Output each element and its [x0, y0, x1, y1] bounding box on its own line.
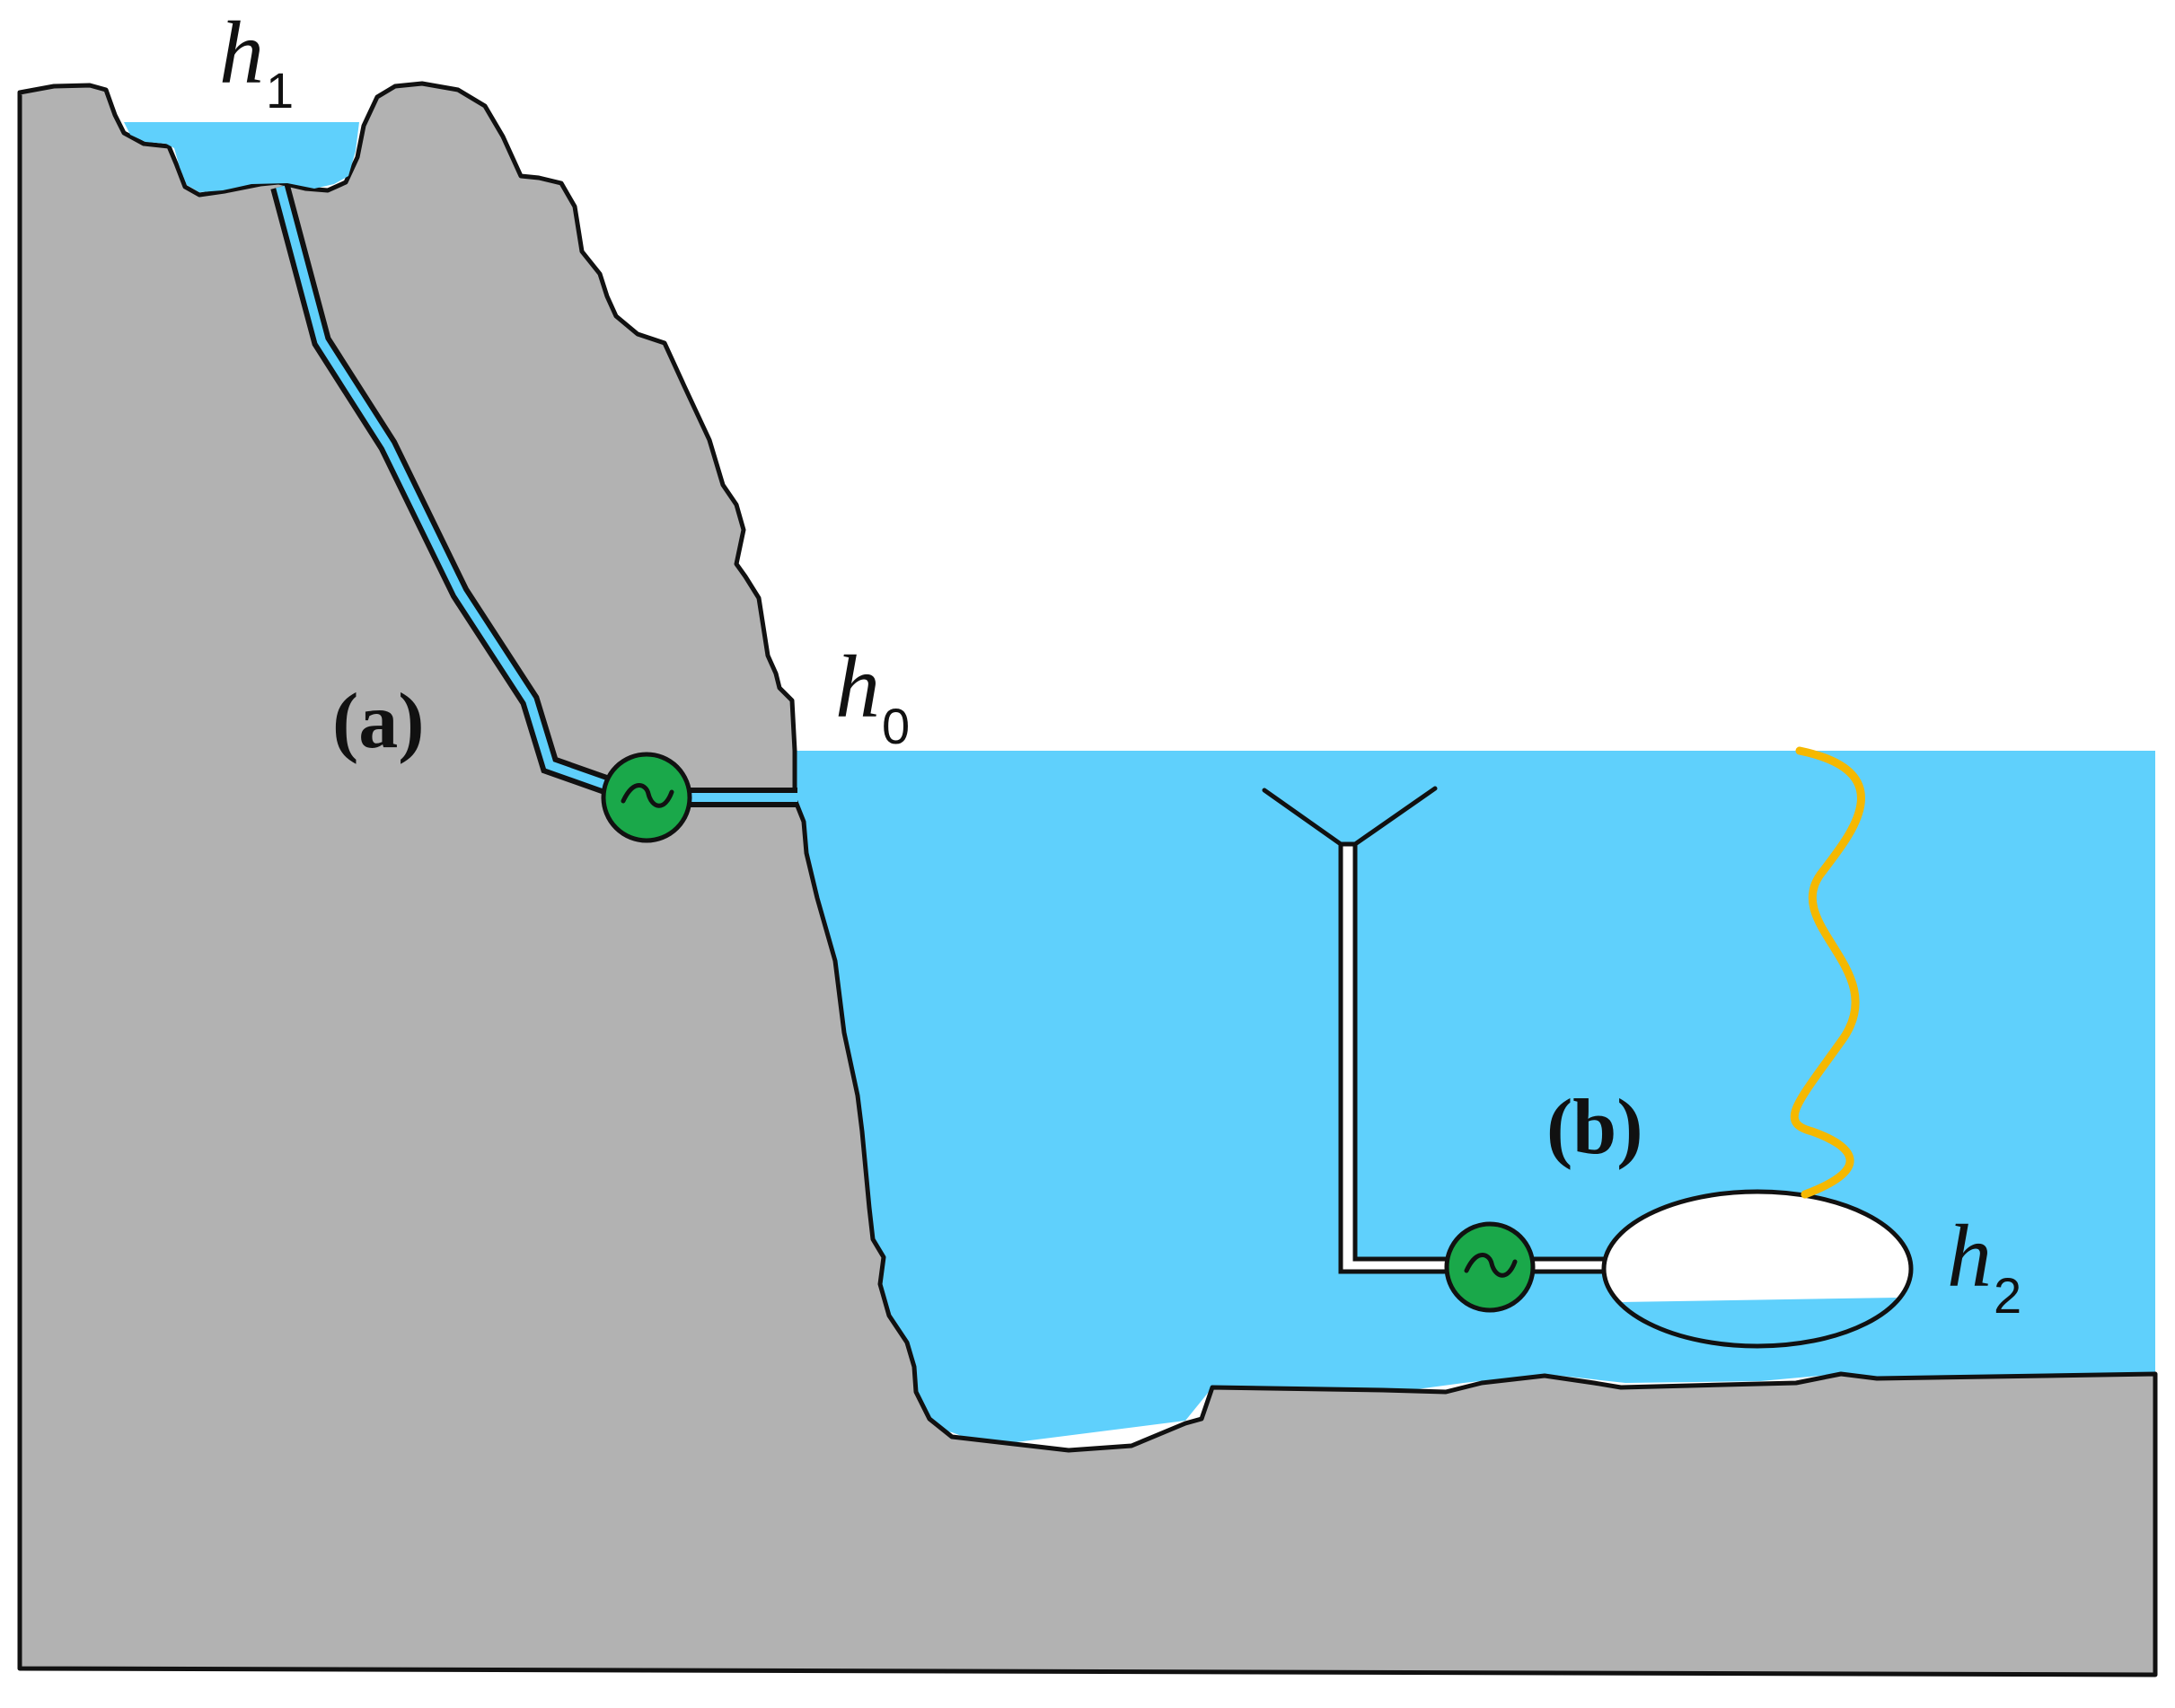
- label-h1: h 1: [219, 3, 294, 119]
- label-h2-subscript: 2: [1994, 1267, 2021, 1324]
- label-h2-letter: h: [1947, 1206, 1992, 1306]
- label-a: (a): [332, 678, 425, 765]
- upper-reservoir-water: [124, 122, 359, 192]
- label-h0-letter: h: [835, 637, 880, 736]
- ac-generator-icon: [601, 752, 692, 843]
- ac-generator-icon: [1444, 1221, 1536, 1313]
- label-h2: h 2: [1947, 1206, 2021, 1324]
- label-h0: h 0: [835, 637, 910, 754]
- wave-icon: [1790, 746, 1865, 1199]
- buoy-connector-pipe: [1524, 1256, 1612, 1274]
- sea-water: [745, 751, 2155, 1446]
- buoy-icon: [1601, 1189, 1914, 1349]
- label-h0-subscript: 0: [882, 698, 910, 754]
- label-h1-subscript: 1: [266, 62, 294, 119]
- cliff-and-seabed: [17, 81, 2158, 1677]
- penstock-pipe-water: [276, 185, 612, 791]
- label-b: (b): [1546, 1084, 1643, 1171]
- label-h1-letter: h: [219, 3, 264, 102]
